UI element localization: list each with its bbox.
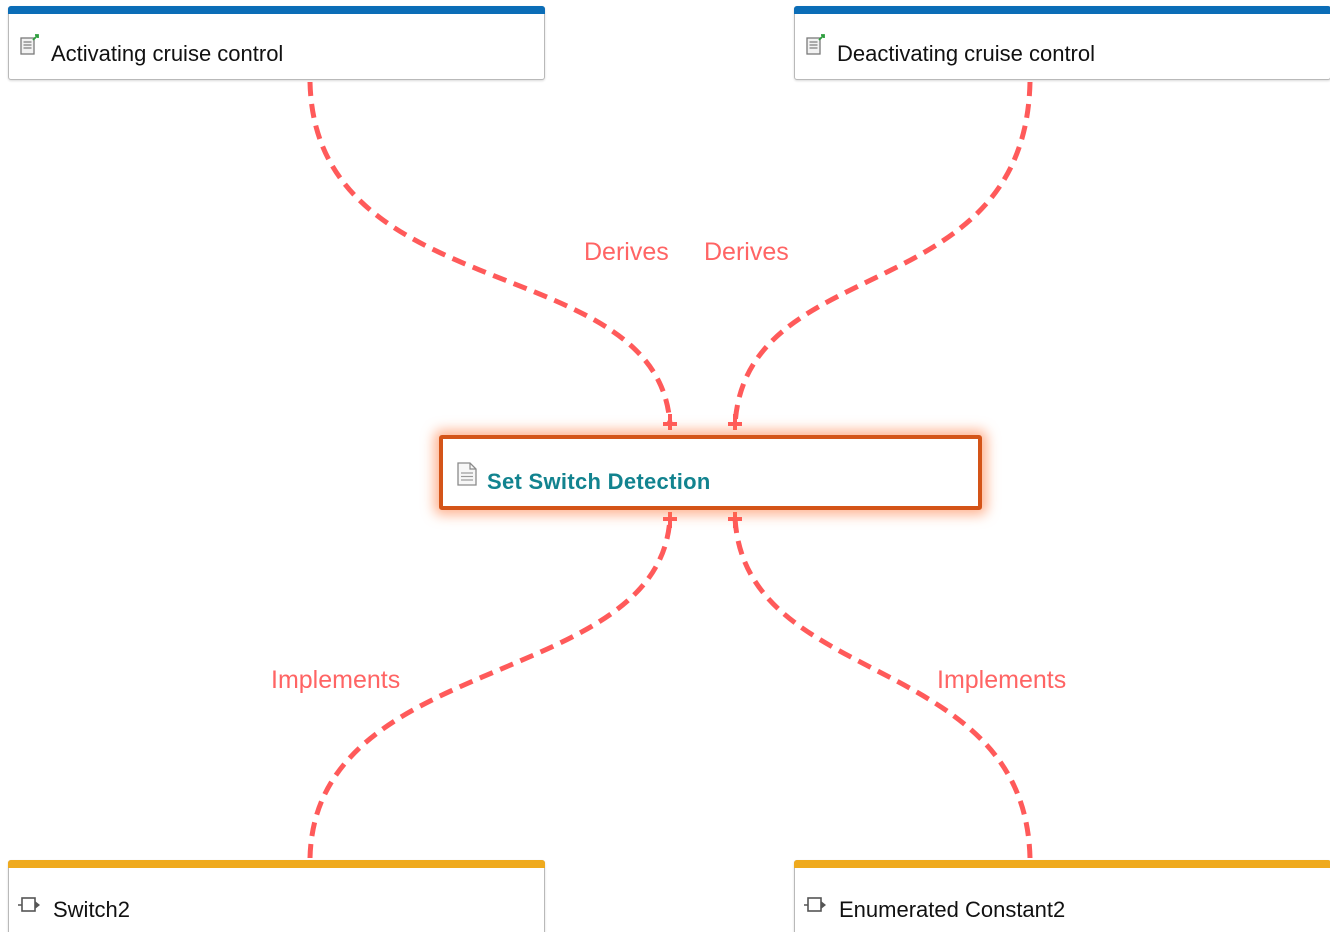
link-label-derives-right: Derives (704, 238, 789, 266)
node-label: Enumerated Constant2 (839, 897, 1066, 922)
requirement-document-icon (457, 462, 477, 486)
link-label-implements-right: Implements (937, 666, 1067, 694)
design-color-bar (8, 860, 545, 868)
implements-link-right[interactable] (732, 517, 1033, 859)
block-port-icon (804, 897, 826, 912)
node-label: Activating cruise control (51, 41, 284, 66)
link-label-derives-left: Derives (584, 238, 669, 266)
block-port-icon (18, 897, 40, 912)
node-activating-cruise-control[interactable]: Activating cruise control (8, 6, 545, 80)
node-label: Switch2 (53, 897, 131, 922)
implements-link-left[interactable] (307, 517, 673, 859)
node-switch2[interactable]: Switch2 (8, 860, 545, 932)
link-label-implements-left: Implements (271, 666, 401, 694)
derived-requirement-icon (806, 34, 825, 55)
derives-link-left[interactable] (307, 81, 673, 426)
requirement-color-bar (8, 6, 545, 14)
link-arrow-implements-left (663, 512, 677, 528)
requirement-color-bar (794, 6, 1330, 14)
node-deactivating-cruise-control[interactable]: Deactivating cruise control (794, 6, 1330, 80)
node-label: Deactivating cruise control (837, 41, 1096, 66)
design-color-bar (794, 860, 1330, 868)
node-enumerated-constant2[interactable]: Enumerated Constant2 (794, 860, 1330, 932)
link-arrow-derives-right (728, 414, 742, 430)
node-set-switch-detection[interactable]: Set Switch Detection (439, 435, 982, 510)
node-label: Set Switch Detection (487, 469, 711, 494)
link-arrow-derives-left (663, 414, 677, 430)
link-arrow-implements-right (728, 512, 742, 528)
derived-requirement-icon (20, 34, 39, 55)
